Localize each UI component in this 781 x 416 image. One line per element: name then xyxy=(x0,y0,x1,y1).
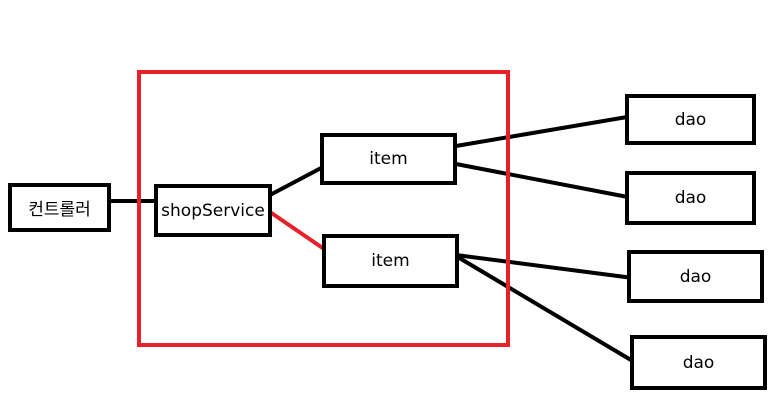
dao-node-1: dao xyxy=(625,94,756,145)
shopservice-label: shopService xyxy=(161,200,265,221)
dao-node-2: dao xyxy=(625,171,756,225)
edge-shopservice-item-top xyxy=(268,165,325,197)
dao-3-label: dao xyxy=(679,266,712,287)
controller-node: 컨트롤러 xyxy=(8,183,111,232)
edge-item-top-dao-1 xyxy=(454,114,635,148)
item-top-label: item xyxy=(369,149,408,169)
shopservice-node: shopService xyxy=(154,184,272,237)
item-bottom-node: item xyxy=(322,234,459,288)
dao-1-label: dao xyxy=(674,109,707,130)
service-boundary-frame xyxy=(137,70,510,347)
edge-item-bottom-dao-3 xyxy=(454,253,635,280)
edge-item-top-dao-2 xyxy=(454,162,635,200)
edge-item-bottom-dao-4 xyxy=(454,254,638,365)
dao-2-label: dao xyxy=(674,188,707,208)
item-bottom-label: item xyxy=(371,251,410,271)
item-top-node: item xyxy=(320,133,457,185)
dao-node-3: dao xyxy=(627,250,764,303)
controller-label: 컨트롤러 xyxy=(28,200,91,220)
edge-shopservice-item-bottom xyxy=(268,210,329,253)
dao-4-label: dao xyxy=(682,352,715,373)
dao-node-4: dao xyxy=(630,335,767,390)
